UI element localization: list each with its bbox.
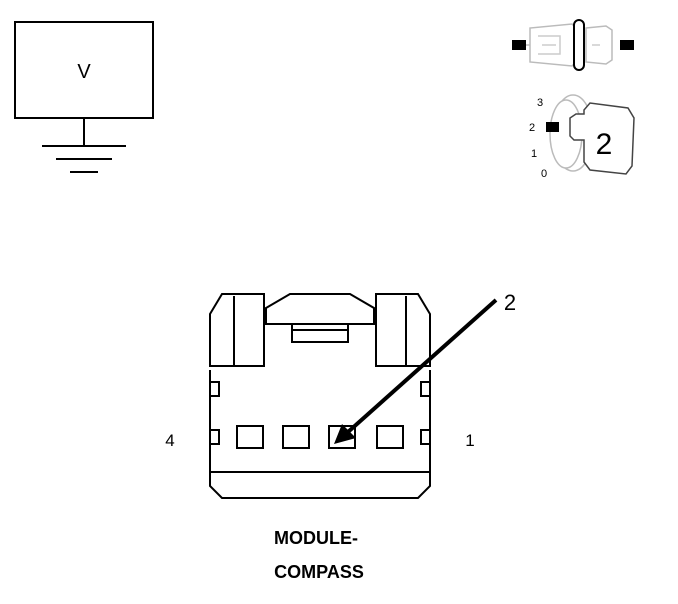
cavity-3 [282, 425, 310, 449]
cavity-4 [236, 425, 264, 449]
ground-symbol [42, 118, 126, 173]
connector-body [209, 293, 431, 499]
pin-label-left: 4 [165, 431, 174, 450]
ignition-position-0: 0 [541, 168, 547, 180]
fuse-icon [512, 19, 634, 71]
voltmeter-label: V [77, 61, 91, 83]
ignition-position-1: 1 [531, 148, 537, 160]
pin-label-right: 1 [465, 431, 474, 450]
ignition-switch-icon: 3 2 1 0 2 [529, 94, 635, 180]
ignition-position-2: 2 [529, 122, 535, 134]
connector-name-line2: COMPASS [274, 562, 364, 582]
connector-name-line1: MODULE- [274, 528, 358, 548]
ignition-position-3: 3 [537, 97, 543, 109]
callout-number: 2 [504, 290, 516, 315]
voltmeter: V [14, 21, 154, 119]
ignition-key-number: 2 [596, 128, 613, 161]
callout-arrow [334, 298, 498, 444]
cavity-1 [376, 425, 404, 449]
